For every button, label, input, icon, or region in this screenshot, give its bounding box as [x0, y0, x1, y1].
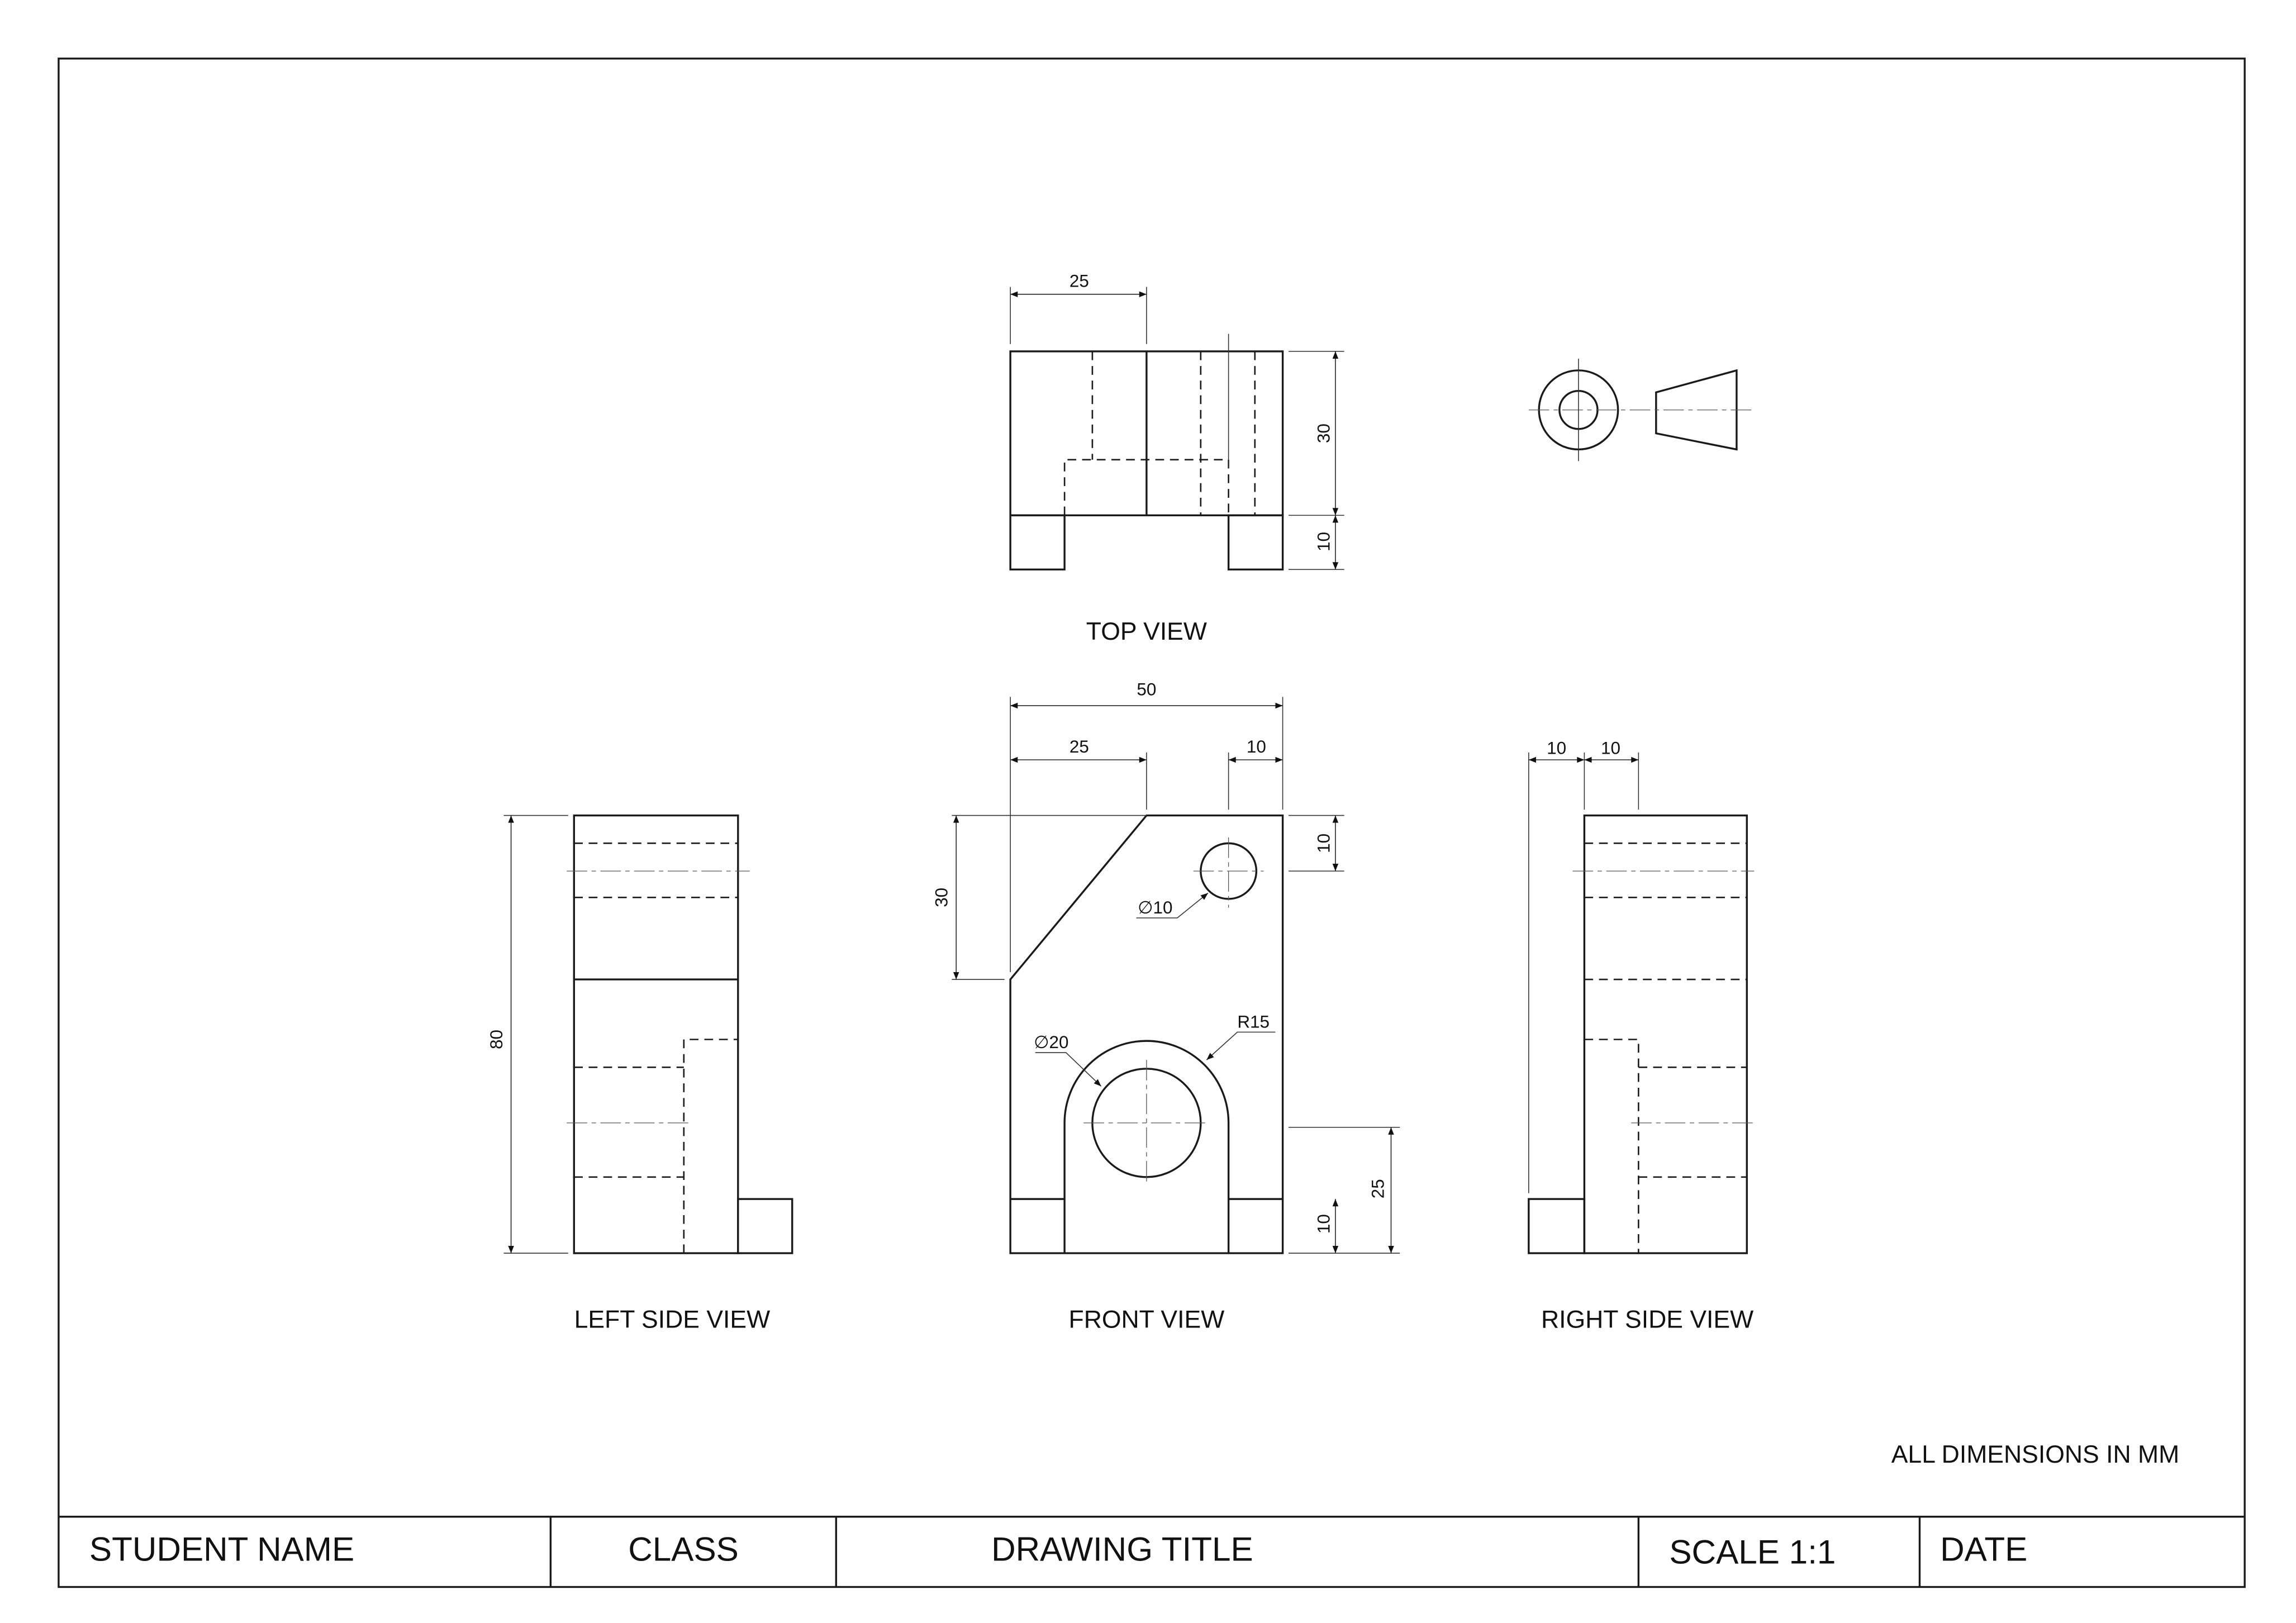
dim-small-hole: ∅10: [1138, 898, 1172, 917]
projection-symbol-icon: [1528, 359, 1752, 461]
dim-front-center-height: 25: [1368, 1179, 1387, 1198]
student-name-field: STUDENT NAME: [89, 1530, 354, 1568]
dim-big-hole: ∅20: [1034, 1032, 1068, 1052]
dim-right-b: 10: [1601, 739, 1620, 758]
front-view: 50 25 10 30 10 ∅10 ∅20 R15 25 10 FRONT V…: [932, 680, 1400, 1334]
dim-front-overall: 50: [1137, 680, 1156, 699]
dim-radius: R15: [1237, 1012, 1270, 1032]
right-side-view: 10 10 RIGHT SIDE VIEW: [1528, 739, 1755, 1334]
front-view-label: FRONT VIEW: [1069, 1306, 1225, 1334]
drawing-title-field: DRAWING TITLE: [991, 1530, 1253, 1568]
title-block: STUDENT NAME CLASS DRAWING TITLE SCALE 1…: [58, 1516, 2245, 1587]
class-field: CLASS: [628, 1530, 739, 1568]
dim-left-height: 80: [487, 1030, 506, 1049]
left-side-view: 80 LEFT SIDE VIEW: [487, 814, 793, 1334]
dim-right-a: 10: [1547, 739, 1566, 758]
dim-top-depth: 30: [1314, 423, 1333, 443]
dim-front-chamfer-width: 25: [1069, 737, 1089, 756]
dim-front-base: 10: [1314, 1214, 1333, 1234]
date-field: DATE: [1940, 1530, 2027, 1568]
top-view: 25 30 10 TOP VIEW: [1009, 272, 1344, 645]
right-side-view-label: RIGHT SIDE VIEW: [1541, 1306, 1753, 1334]
scale-field: SCALE 1:1: [1669, 1533, 1836, 1571]
dim-front-chamfer-height: 30: [932, 888, 952, 907]
dim-top-foot: 10: [1314, 532, 1333, 551]
units-note: ALL DIMENSIONS IN MM: [1891, 1441, 2179, 1468]
top-view-label: TOP VIEW: [1086, 618, 1207, 645]
dim-front-hole-top: 10: [1314, 834, 1333, 853]
dim-top-width: 25: [1069, 272, 1089, 291]
sheet-border: [58, 58, 2246, 1588]
dim-front-hole-offset: 10: [1247, 737, 1266, 756]
left-side-view-label: LEFT SIDE VIEW: [574, 1306, 771, 1334]
